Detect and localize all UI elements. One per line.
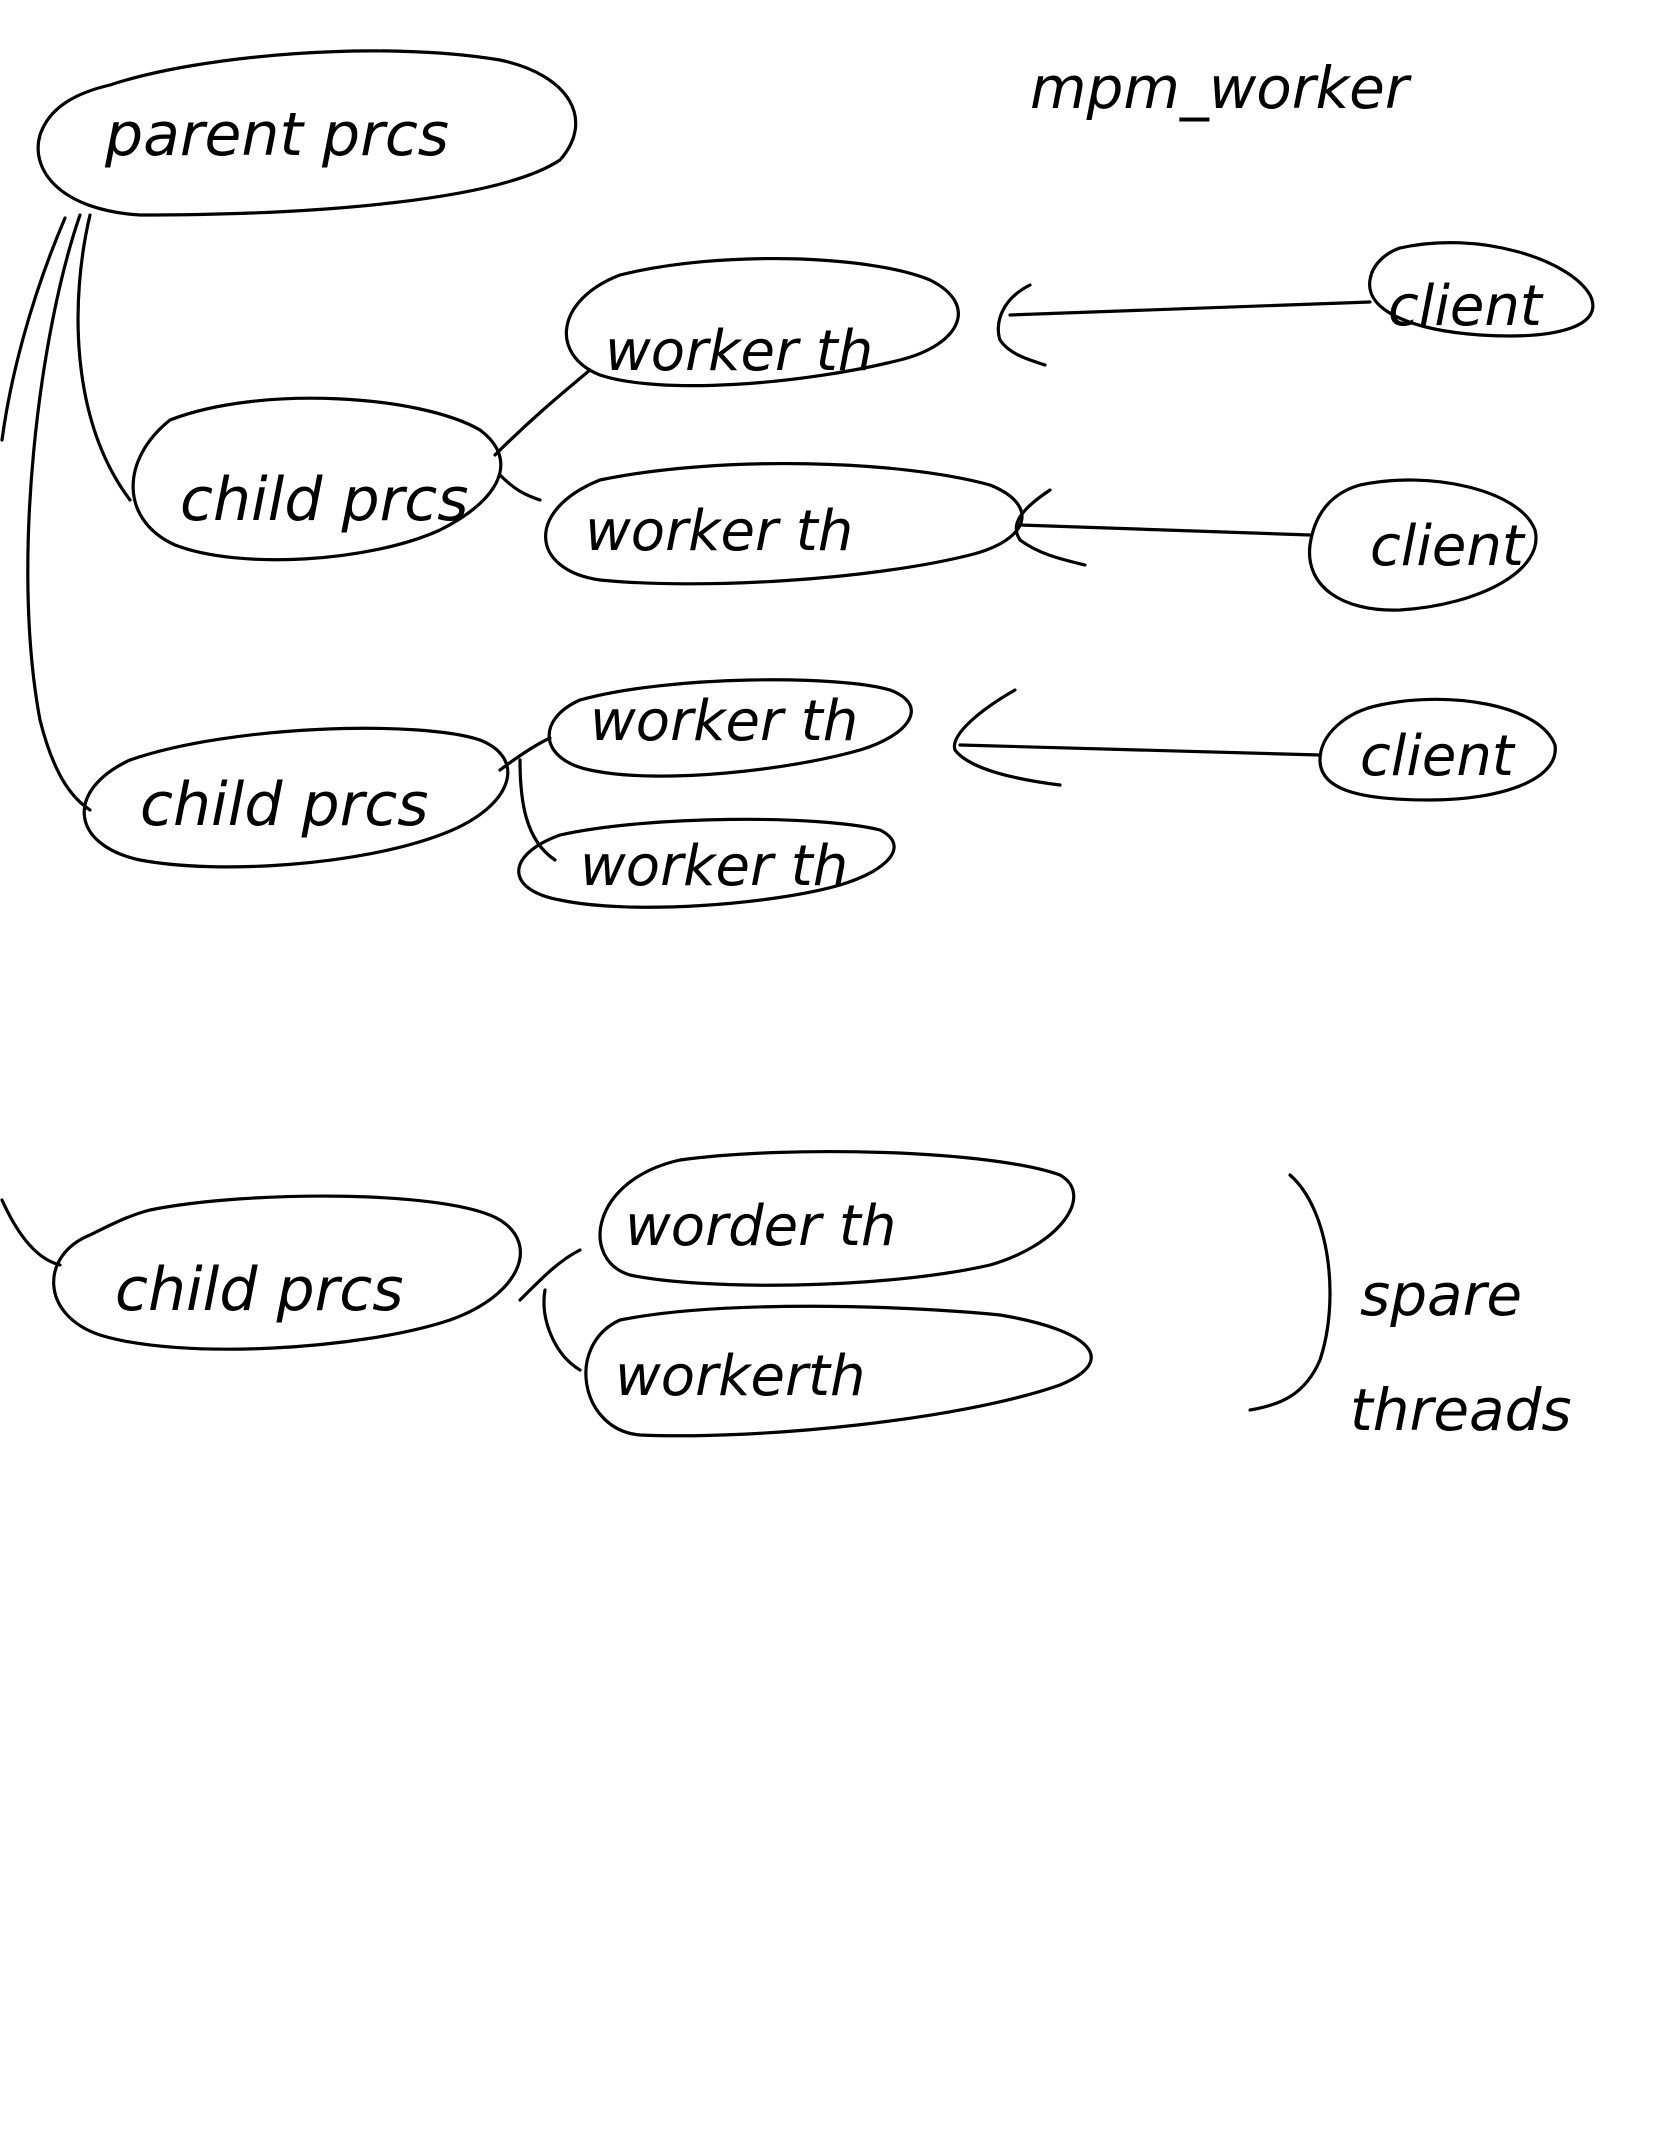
- arrow-client-3: [958, 743, 1322, 757]
- client-2-label: client: [1370, 514, 1526, 579]
- edges-child2-workers: [498, 736, 557, 862]
- bracket-icon: [1248, 1173, 1332, 1412]
- parent-ellipse: [36, 49, 578, 217]
- parent-label: parent prcs: [104, 100, 449, 170]
- worker-1a-ellipse: [564, 256, 960, 388]
- edges-child1-workers: [493, 368, 592, 502]
- node-worker-2a: worker th: [547, 678, 913, 778]
- arrow-client-1: [1008, 300, 1372, 317]
- client-2-ellipse: [1307, 478, 1538, 612]
- spare-threads-annotation: spare threads: [1248, 1173, 1572, 1444]
- worker-2b-label: worker th: [580, 834, 848, 899]
- worker-3a-label: worder th: [625, 1194, 896, 1259]
- node-worker-3b: workerth: [584, 1304, 1093, 1438]
- worker-3b-label: workerth: [615, 1344, 865, 1409]
- arrow-client-2: [1018, 523, 1312, 537]
- node-worker-1b: worker th: [544, 461, 1024, 586]
- node-client-3: client: [1318, 697, 1557, 802]
- client-1-label: client: [1388, 274, 1544, 339]
- worker-1b-label: worker th: [585, 499, 853, 564]
- edges-child3-workers: [518, 1248, 582, 1372]
- diagram-title: mpm_worker: [1030, 54, 1412, 122]
- worker-1a-label: worker th: [605, 319, 873, 384]
- worker-2a-ellipse: [547, 678, 913, 778]
- node-parent-process: parent prcs: [36, 49, 578, 217]
- client-3-label: client: [1360, 724, 1516, 789]
- child-1-label: child prcs: [180, 465, 469, 535]
- arrows-client-to-worker: [952, 283, 1372, 787]
- client-1-ellipse: [1368, 241, 1595, 338]
- annotation-spare: spare: [1360, 1261, 1522, 1329]
- child-1-ellipse: [131, 396, 503, 562]
- worker-2a-label: worker th: [590, 689, 858, 754]
- node-child-process-2: child prcs: [82, 726, 510, 869]
- node-client-1: client: [1368, 241, 1595, 339]
- child-2-label: child prcs: [140, 770, 429, 840]
- node-child-process-3: child prcs: [52, 1194, 522, 1351]
- worker-3b-ellipse: [584, 1304, 1093, 1438]
- worker-2b-ellipse: [517, 817, 896, 909]
- node-worker-2b: worker th: [517, 817, 896, 909]
- child-2-ellipse: [82, 726, 510, 869]
- node-worker-3a: worder th: [598, 1150, 1076, 1287]
- node-child-process-1: child prcs: [131, 396, 503, 562]
- client-3-ellipse: [1318, 697, 1557, 802]
- annotation-threads: threads: [1350, 1376, 1572, 1444]
- edges-parent-children: [0, 213, 132, 1267]
- worker-3a-ellipse: [598, 1150, 1076, 1287]
- node-worker-1a: worker th: [564, 256, 960, 388]
- child-3-label: child prcs: [115, 1255, 404, 1325]
- node-client-2: client: [1307, 478, 1538, 612]
- worker-1b-ellipse: [544, 461, 1024, 586]
- child-3-ellipse: [52, 1194, 522, 1351]
